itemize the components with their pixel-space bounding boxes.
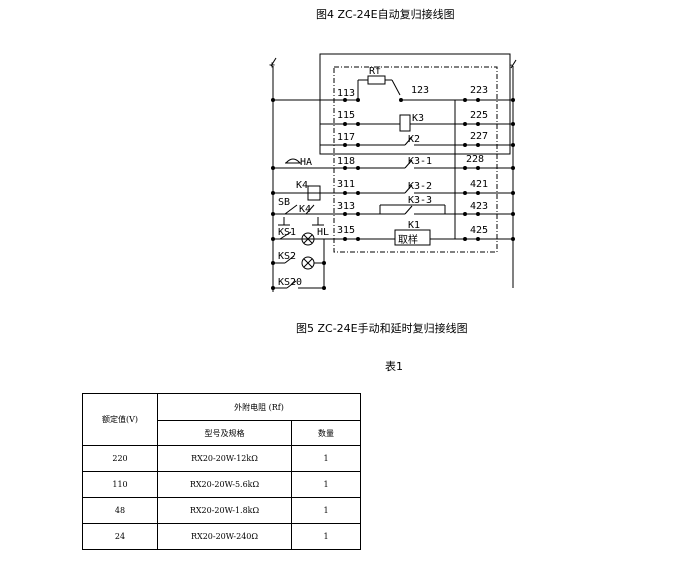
terminal-123-label: 123	[411, 85, 429, 96]
terminal-425-label: 425	[470, 225, 488, 236]
table-row: 24 RX20-20W-240Ω 1	[82, 523, 361, 550]
model-cell: RX20-20W-12kΩ	[157, 445, 292, 472]
k2-contact-label: K2	[408, 134, 420, 145]
model-spec-header: 型号及规格	[157, 420, 292, 446]
terminal-117-label: 117	[337, 132, 355, 143]
quantity-cell: 1	[291, 497, 361, 524]
figure-5-caption: 图5 ZC-24E手动和延时复归接线图	[296, 322, 468, 335]
terminal-228-label: 228	[466, 154, 484, 165]
ks1-label: KS1	[278, 227, 296, 238]
negative-bus-label: -	[508, 60, 514, 71]
k3-1-contact-label: K3-1	[408, 156, 432, 167]
k4-coil-label: K4	[296, 180, 308, 191]
terminal-423-label: 423	[470, 201, 488, 212]
terminal-311-label: 311	[337, 179, 355, 190]
table-row: 48 RX20-20W-1.8kΩ 1	[82, 497, 361, 524]
k3-2-contact-label: K3-2	[408, 181, 432, 192]
positive-bus-label: +	[269, 60, 275, 71]
external-resistor-header: 外附电阻 (Rf)	[157, 393, 361, 421]
terminal-225-label: 225	[470, 110, 488, 121]
k3-3-contact-label: K3-3	[408, 195, 432, 206]
voltage-cell: 24	[82, 523, 158, 550]
rated-voltage-header: 额定值(V)	[82, 393, 158, 446]
ha-label: HA	[300, 157, 312, 168]
terminal-315-label: 315	[337, 225, 355, 236]
terminal-113-label: 113	[337, 88, 355, 99]
voltage-cell: 110	[82, 471, 158, 498]
table-row: 220 RX20-20W-12kΩ 1	[82, 445, 361, 472]
table-caption: 表1	[385, 360, 403, 373]
model-cell: RX20-20W-5.6kΩ	[157, 471, 292, 498]
terminal-115-label: 115	[337, 110, 355, 121]
resistor-spec-table: 额定值(V) 外附电阻 (Rf) 型号及规格 数量 220 RX20-20W-1…	[82, 393, 361, 550]
wiring-diagram: + - Rf 113 123 115 117 118 311 313 315 2…	[269, 53, 517, 292]
inner-box	[319, 53, 511, 155]
k1-contact-label: K1	[408, 220, 420, 231]
terminal-227-label: 227	[470, 131, 488, 142]
terminal-118-label: 118	[337, 156, 355, 167]
k3-coil-label: K3	[412, 113, 424, 124]
quantity-cell: 1	[291, 523, 361, 550]
quantity-cell: 1	[291, 445, 361, 472]
k4-contact-label: K4	[299, 204, 311, 215]
quantity-cell: 1	[291, 471, 361, 498]
model-cell: RX20-20W-1.8kΩ	[157, 497, 292, 524]
ks2-label: KS2	[278, 251, 296, 262]
voltage-cell: 48	[82, 497, 158, 524]
terminal-dots	[271, 98, 515, 290]
quantity-header: 数量	[291, 420, 361, 446]
hl-lamp-label: HL	[317, 227, 329, 238]
rf-resistor-label: Rf	[369, 66, 381, 77]
ks20-label: KS20	[278, 277, 302, 288]
figure-4-caption: 图4 ZC-24E自动复归接线图	[316, 8, 455, 21]
terminal-421-label: 421	[470, 179, 488, 190]
terminal-313-label: 313	[337, 201, 355, 212]
relay-outline	[333, 66, 498, 253]
model-cell: RX20-20W-240Ω	[157, 523, 292, 550]
voltage-cell: 220	[82, 445, 158, 472]
sampling-block-label: 取样	[398, 233, 418, 246]
terminal-223-label: 223	[470, 85, 488, 96]
table-row: 110 RX20-20W-5.6kΩ 1	[82, 471, 361, 498]
sb-button-label: SB	[278, 197, 290, 208]
